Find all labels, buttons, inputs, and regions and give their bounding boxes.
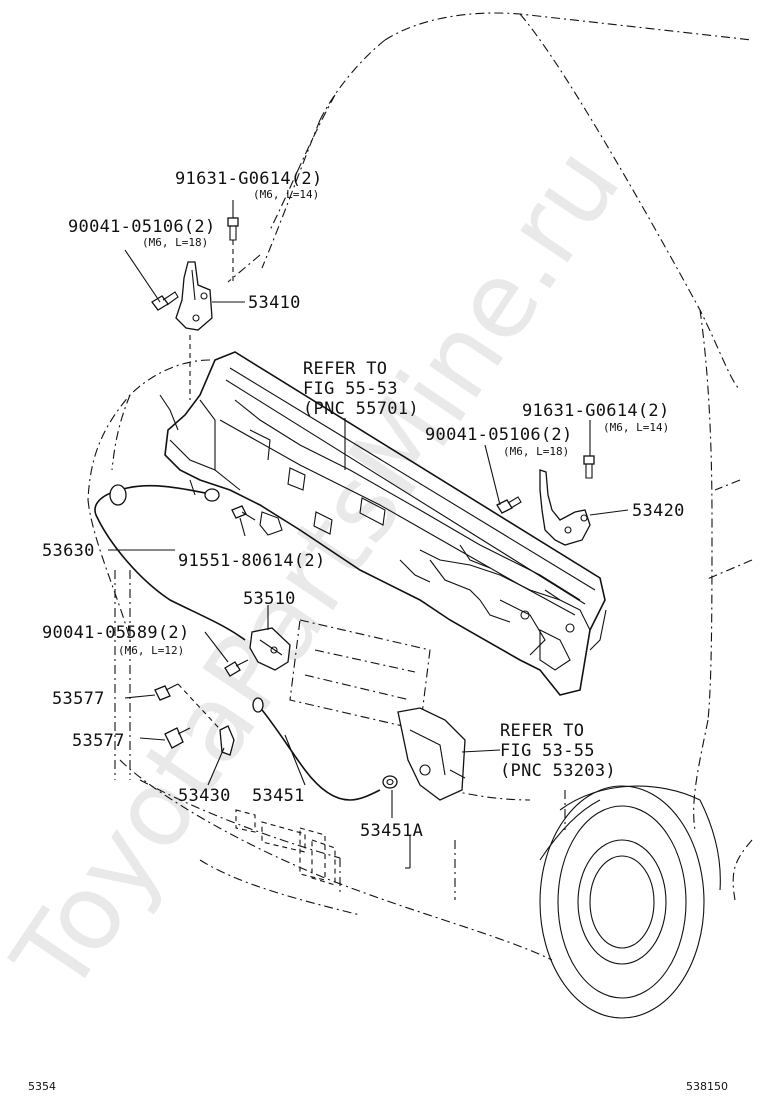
bolt-icon — [231, 505, 256, 521]
label-bolt-left-top: 90041-05106(2) — [68, 217, 216, 237]
label-refer1-line2: FIG 55-53 — [303, 379, 398, 399]
cable-bracket — [259, 511, 283, 536]
hood-hinge-lh — [175, 261, 213, 331]
label-bolt-right-mid: 90041-05106(2) — [425, 425, 573, 445]
label-hook: 53430 — [178, 786, 231, 806]
cushion-icon — [154, 683, 179, 701]
label-cable: 53630 — [42, 541, 95, 561]
label-refer2-line2: FIG 53-55 — [500, 741, 595, 761]
label-bolt-top-spec: (M6, L=14) — [253, 188, 319, 201]
hood-lock — [249, 627, 291, 671]
wheel — [539, 785, 721, 1019]
label-refer2-line1: REFER TO — [500, 721, 584, 741]
label-lock: 53510 — [243, 589, 296, 609]
clamp-icon — [382, 775, 398, 789]
release-cable — [94, 479, 246, 641]
support-rod — [252, 697, 381, 801]
label-cushion-2: 53577 — [72, 731, 125, 751]
lock-bracket — [397, 707, 466, 801]
label-bolt-right-top: 91631-G0614(2) — [522, 401, 670, 421]
bolt-icon — [496, 496, 522, 514]
label-bolt-cable: 91551-80614(2) — [178, 551, 326, 571]
label-hinge-right: 53420 — [632, 501, 685, 521]
label-bolt-lock: 90041-05589(2) — [42, 623, 190, 643]
cushion-icon — [164, 727, 191, 749]
label-clamp: 53451A — [360, 821, 423, 841]
label-cushion-1: 53577 — [52, 689, 105, 709]
label-refer2-line3: (PNC 53203) — [500, 761, 616, 781]
bolt-icon — [583, 455, 595, 479]
label-bolt-right-mid-spec: (M6, L=18) — [503, 445, 569, 458]
footer-left-code: 5354 — [28, 1080, 56, 1093]
hood-hook — [219, 725, 235, 756]
leader-lines — [108, 200, 629, 869]
label-bolt-lock-spec: (M6, L=12) — [118, 644, 184, 657]
label-rod: 53451 — [252, 786, 305, 806]
label-bolt-top: 91631-G0614(2) — [175, 169, 323, 189]
label-refer1-line3: (PNC 55701) — [303, 399, 419, 419]
footer-right-code: 538150 — [686, 1080, 728, 1093]
label-bolt-left-top-spec: (M6, L=18) — [142, 236, 208, 249]
bolt-icon — [151, 291, 179, 311]
label-hinge-left: 53410 — [248, 293, 301, 313]
label-bolt-right-top-spec: (M6, L=14) — [603, 421, 669, 434]
hood-hinge-rh — [539, 469, 591, 546]
bolt-icon — [227, 217, 239, 241]
vehicle-body-outline — [87, 12, 753, 961]
bolt-icon — [224, 659, 249, 677]
label-refer1-line1: REFER TO — [303, 359, 387, 379]
cowl-panel — [159, 351, 607, 696]
